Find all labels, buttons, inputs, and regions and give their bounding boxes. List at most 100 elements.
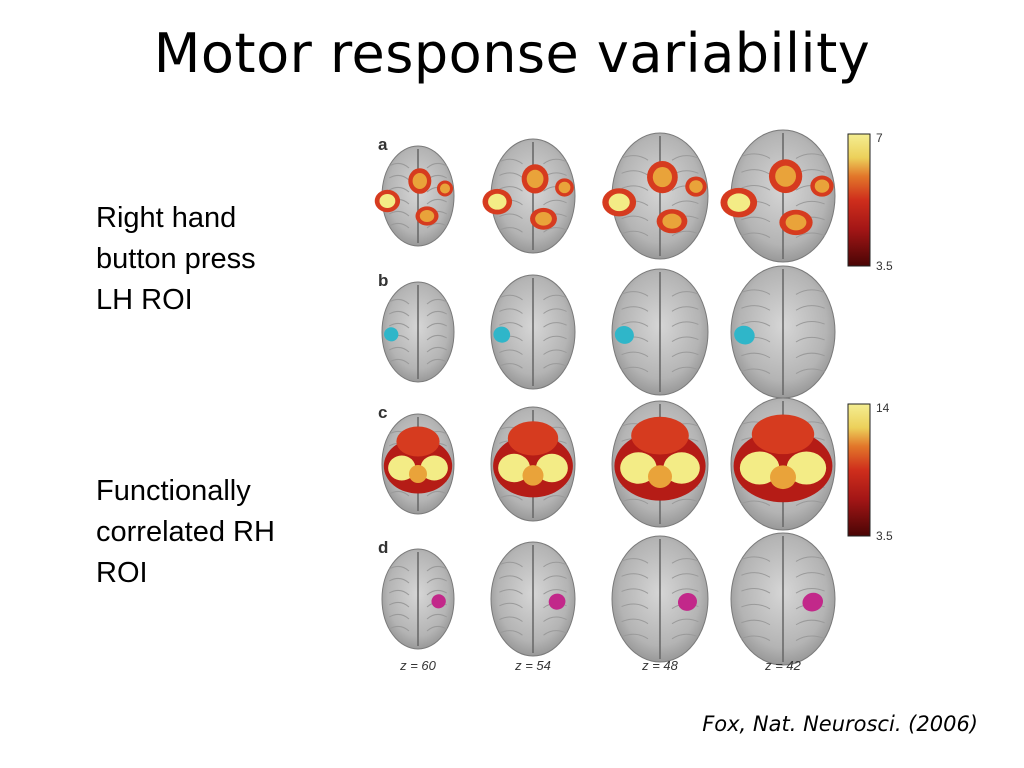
sulcus: [621, 603, 649, 609]
sulcus: [426, 310, 448, 317]
sulcus: [671, 291, 699, 297]
sulcus: [795, 368, 825, 375]
sulcus: [499, 495, 523, 501]
sulcus: [741, 216, 771, 223]
activation-core: [770, 465, 796, 490]
sulcus: [499, 294, 523, 301]
activation-core: [785, 214, 807, 231]
label-line: LH ROI: [96, 284, 193, 316]
sulcus: [426, 565, 448, 572]
panel-c: c: [378, 397, 836, 531]
sulcus: [388, 565, 410, 572]
activation-core: [652, 167, 672, 188]
sulcus: [795, 572, 825, 578]
sulcus: [795, 556, 825, 562]
sulcus: [426, 358, 448, 365]
panel-letter: a: [378, 135, 388, 154]
slice-label: z = 60: [399, 658, 437, 673]
sulcus: [543, 495, 567, 501]
sulcus: [543, 616, 567, 622]
sulcus: [426, 613, 448, 620]
sulcus: [621, 588, 649, 594]
sulcus: [499, 589, 523, 595]
colorbar-gradient: [847, 403, 871, 537]
sulcus: [388, 174, 410, 181]
sulcus: [741, 368, 771, 375]
activation-core: [620, 452, 657, 484]
activation-core: [498, 453, 531, 483]
sulcus: [499, 349, 523, 355]
panel-letter: c: [378, 403, 387, 422]
activation-core: [689, 180, 703, 193]
sulcus: [621, 291, 649, 297]
sulcus: [795, 635, 825, 642]
sulcus: [543, 322, 567, 328]
roi-region: [802, 592, 823, 612]
sulcus: [795, 321, 825, 327]
sulcus: [426, 625, 448, 632]
sulcus: [621, 215, 649, 222]
sulcus: [543, 575, 567, 581]
activation-core: [419, 210, 435, 222]
activation-core: [388, 455, 416, 481]
activation-core: [522, 465, 544, 486]
sulcus: [741, 232, 771, 239]
sulcus: [426, 198, 448, 205]
colorbar: 143.5: [847, 401, 893, 543]
sulcus: [795, 588, 825, 594]
sulcus: [543, 630, 567, 636]
activation-core: [379, 194, 396, 208]
sulcus: [388, 601, 410, 608]
sulcus: [621, 366, 649, 373]
activation-core: [526, 169, 544, 189]
sulcus: [621, 185, 649, 191]
activation-core: [727, 193, 751, 212]
sulcus: [388, 490, 410, 497]
sulcus: [388, 625, 410, 632]
sulcus: [621, 498, 649, 505]
activation-core: [409, 465, 427, 483]
activation-region: [751, 414, 815, 455]
label-right-hand-button-press: Right hand button press LH ROI: [96, 198, 346, 321]
sulcus: [671, 155, 699, 161]
sulcus: [671, 200, 699, 206]
roi-region: [677, 593, 697, 611]
sulcus: [426, 322, 448, 329]
sulcus: [426, 162, 448, 169]
sulcus: [621, 321, 649, 327]
sulcus: [499, 186, 523, 192]
activation-core: [558, 181, 571, 194]
activation-core: [739, 451, 780, 485]
sulcus: [388, 577, 410, 584]
activation-region: [631, 416, 689, 455]
label-line: Functionally: [96, 475, 251, 507]
sulcus: [795, 305, 825, 311]
roi-region: [493, 326, 511, 343]
activation-core: [786, 451, 827, 485]
panel-b: b: [378, 265, 836, 399]
activation-region: [507, 421, 559, 456]
roi-region: [431, 594, 446, 609]
sulcus: [795, 336, 825, 343]
sulcus: [388, 346, 410, 353]
sulcus: [499, 158, 523, 165]
sulcus: [671, 633, 699, 640]
panel-letter: d: [378, 538, 388, 557]
sulcus: [795, 352, 825, 359]
sulcus: [499, 561, 523, 568]
label-line: ROI: [96, 557, 148, 589]
sulcus: [671, 366, 699, 373]
sulcus: [621, 558, 649, 564]
slice-label: z = 48: [641, 658, 679, 673]
sulcus: [741, 352, 771, 359]
sulcus: [388, 310, 410, 317]
activation-region: [396, 426, 440, 457]
sulcus: [795, 619, 825, 626]
sulcus: [741, 321, 771, 327]
colorbar-gradient: [847, 133, 871, 267]
sulcus: [543, 199, 567, 206]
sulcus: [388, 298, 410, 305]
roi-region: [614, 326, 634, 344]
activation-core: [535, 453, 568, 483]
